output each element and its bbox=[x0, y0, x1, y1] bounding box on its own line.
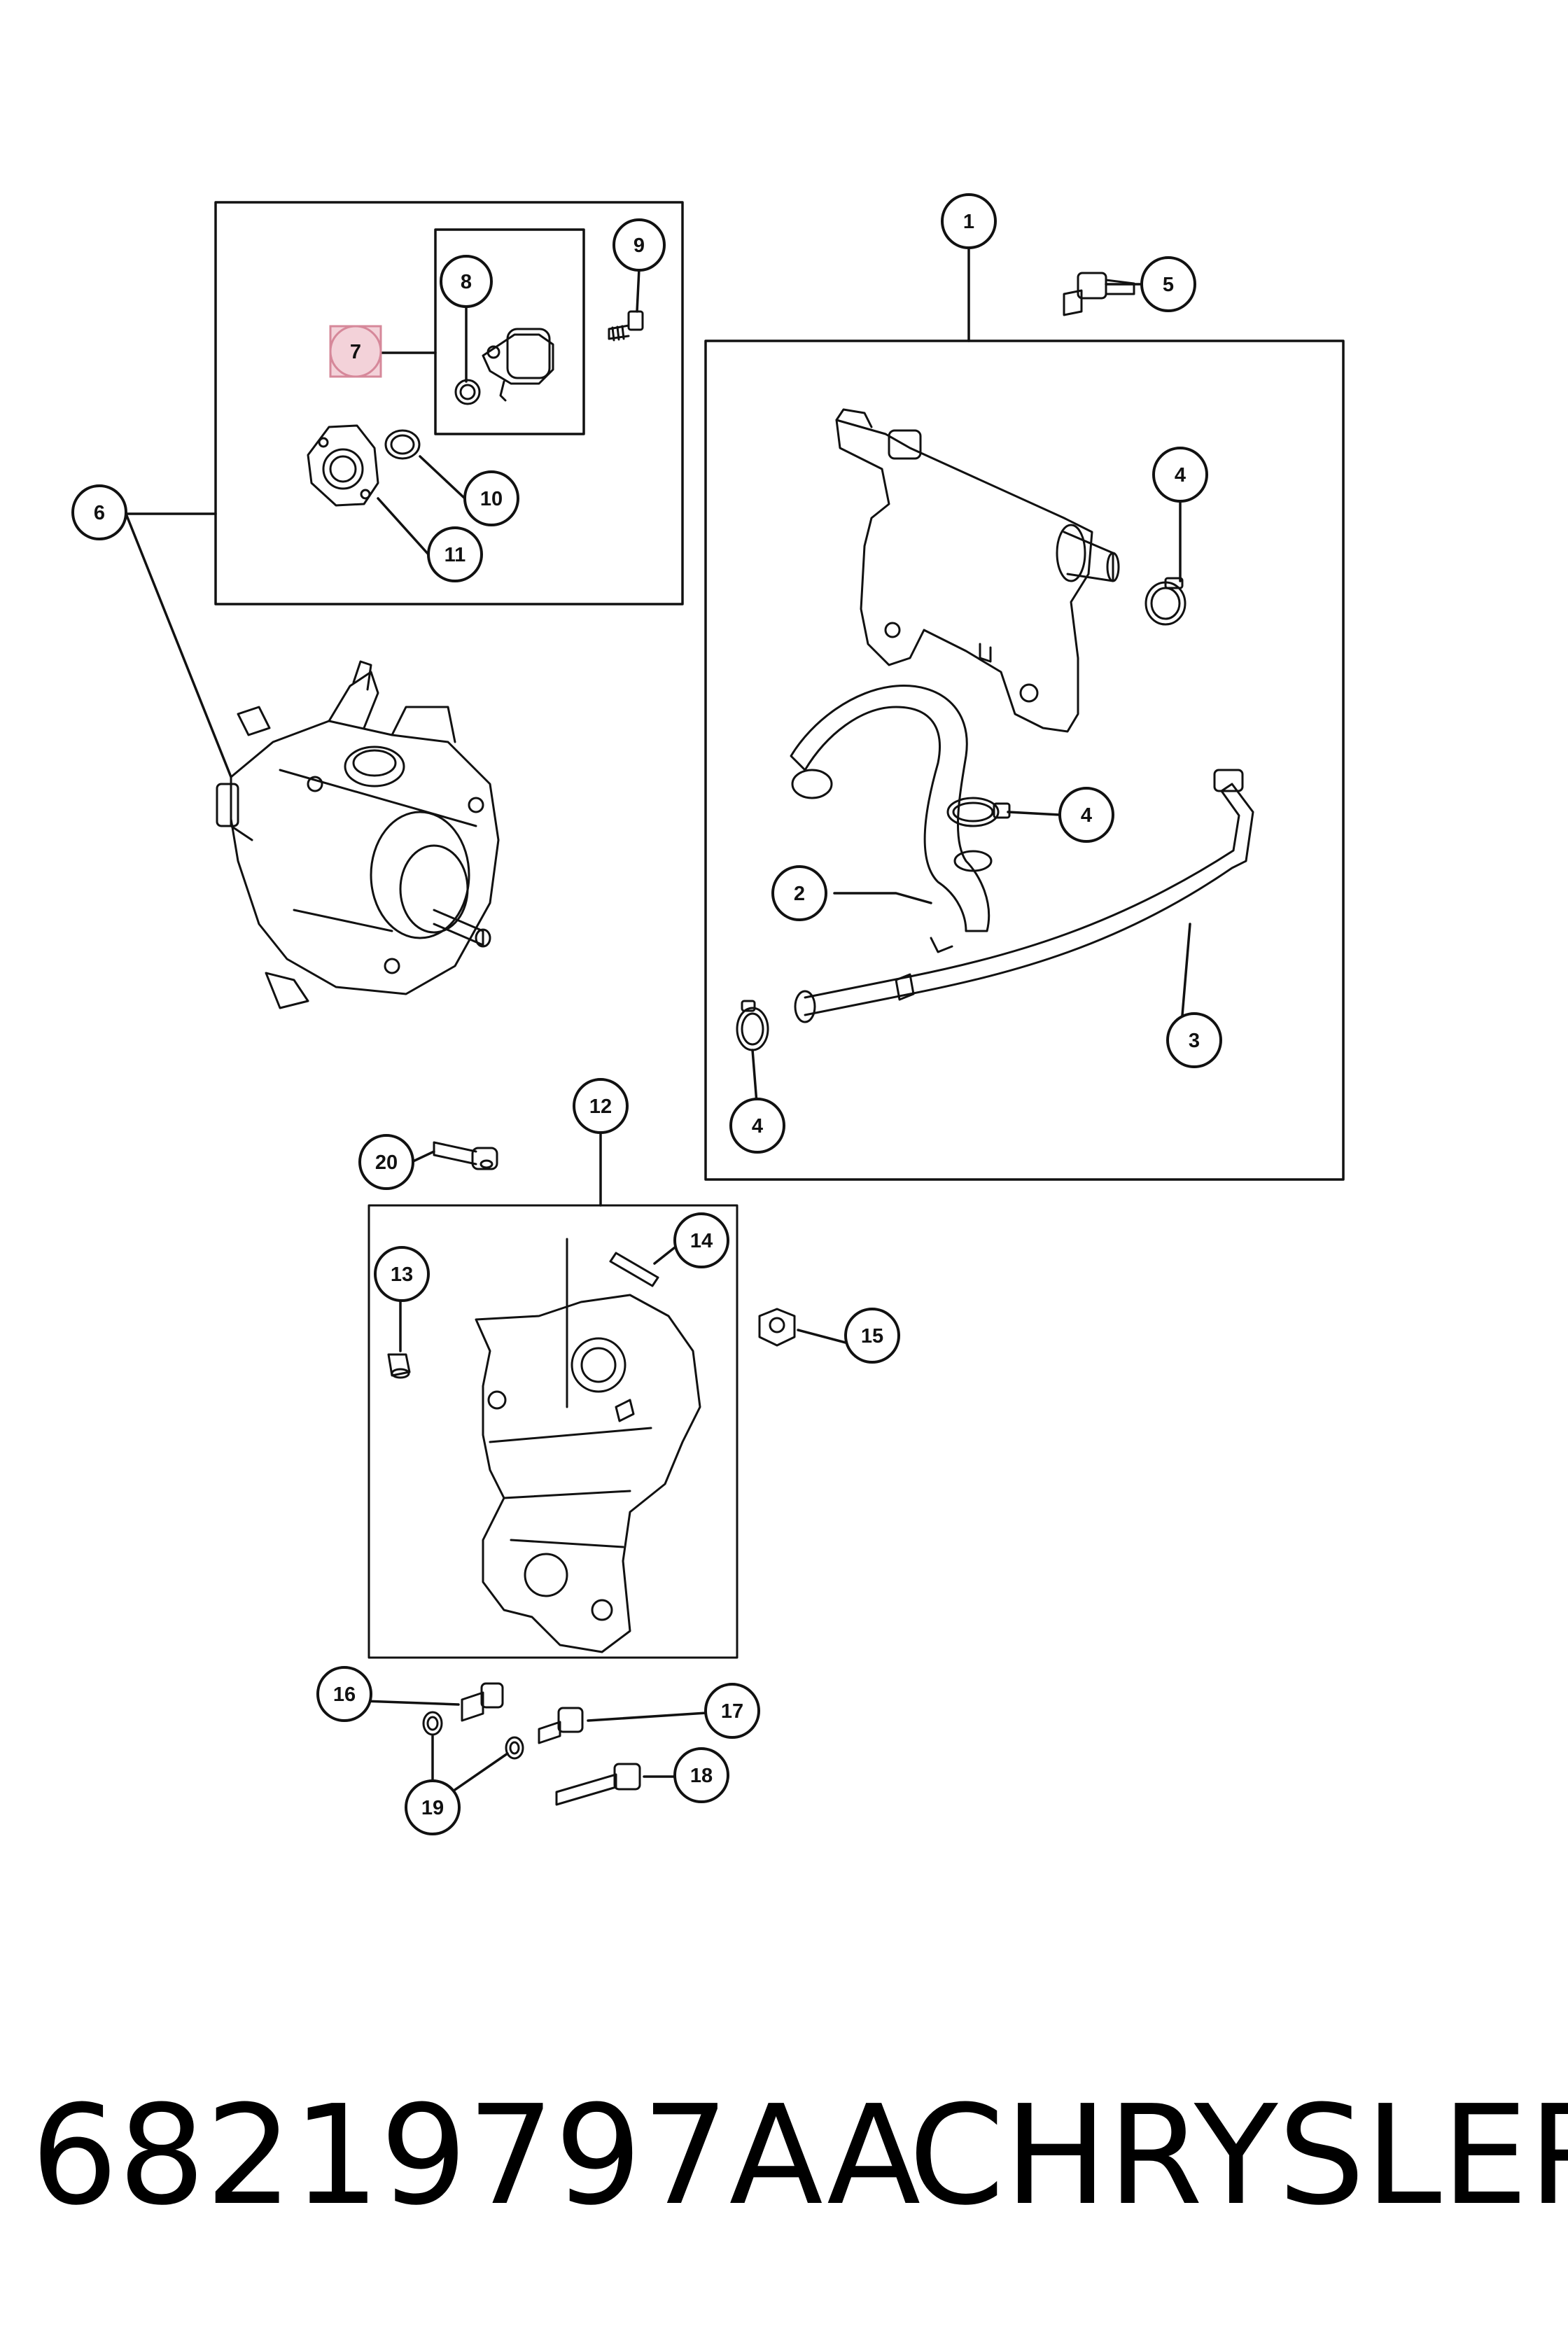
bolt-20-drawing bbox=[433, 1141, 498, 1170]
callout-12-label: 12 bbox=[589, 1096, 612, 1118]
timing-cover-box bbox=[368, 1204, 738, 1659]
fuel-pump-drawing bbox=[216, 660, 500, 1009]
callout-12[interactable]: 12 bbox=[573, 1078, 629, 1134]
callout-17[interactable]: 17 bbox=[704, 1683, 760, 1739]
callout-13-label: 13 bbox=[391, 1264, 413, 1286]
bolt-17-drawing bbox=[538, 1707, 584, 1744]
callout-11[interactable]: 11 bbox=[427, 526, 483, 582]
bolt-9-drawing bbox=[608, 310, 644, 342]
callout-7-highlighted[interactable]: 7 bbox=[329, 325, 382, 378]
part-number: 68219797AA bbox=[31, 2076, 921, 2236]
callout-10-label: 10 bbox=[480, 488, 503, 510]
callout-19[interactable]: 19 bbox=[405, 1779, 461, 1835]
bolt-16-drawing bbox=[461, 1682, 504, 1722]
leader-lines bbox=[125, 248, 1191, 1803]
callout-4-mid[interactable]: 4 bbox=[1058, 787, 1114, 843]
callout-4-bottom-label: 4 bbox=[752, 1115, 763, 1138]
callout-20[interactable]: 20 bbox=[358, 1134, 414, 1190]
washer-19-b-drawing bbox=[505, 1736, 524, 1760]
bolt-18-drawing bbox=[555, 1763, 641, 1806]
callout-8[interactable]: 8 bbox=[440, 255, 493, 308]
callout-5-label: 5 bbox=[1163, 274, 1174, 296]
callout-15[interactable]: 15 bbox=[844, 1308, 900, 1364]
callout-16[interactable]: 16 bbox=[316, 1666, 372, 1722]
clamp-4-mid-drawing bbox=[946, 797, 1011, 827]
callout-6[interactable]: 6 bbox=[71, 484, 127, 540]
fitting-5-drawing bbox=[1063, 272, 1135, 316]
washer-19-a-drawing bbox=[422, 1711, 443, 1736]
flange-11-drawing bbox=[307, 424, 379, 507]
callout-13[interactable]: 13 bbox=[374, 1246, 430, 1302]
callout-7-label: 7 bbox=[350, 341, 361, 363]
callout-6-label: 6 bbox=[94, 502, 105, 524]
pressure-regulator-kit-box bbox=[214, 201, 684, 606]
callout-16-label: 16 bbox=[333, 1684, 356, 1706]
fuel-pressure-sensor-box bbox=[434, 228, 585, 435]
callout-17-label: 17 bbox=[721, 1700, 743, 1723]
dowel-13-drawing bbox=[387, 1353, 411, 1379]
clamp-4-top-drawing bbox=[1144, 577, 1186, 626]
callout-18-label: 18 bbox=[690, 1765, 713, 1787]
callouts: 1 5 4 4 2 3 4 6 7 8 9 10 11 12 20 13 14 … bbox=[71, 193, 1222, 1835]
callout-3-label: 3 bbox=[1189, 1030, 1200, 1052]
callout-14[interactable]: 14 bbox=[673, 1212, 729, 1268]
tube-3-drawing bbox=[794, 769, 1254, 1023]
callout-2[interactable]: 2 bbox=[771, 865, 827, 921]
stud-14-drawing bbox=[609, 1252, 659, 1287]
hose-2-drawing bbox=[790, 685, 993, 953]
brand-name: CHRYSLER bbox=[909, 2076, 1568, 2236]
callout-1[interactable]: 1 bbox=[941, 193, 997, 249]
oring-10-drawing bbox=[384, 429, 421, 460]
pressure-sensor-drawing bbox=[454, 328, 554, 405]
return-bracket-drawing bbox=[835, 408, 1120, 733]
callout-9-label: 9 bbox=[634, 234, 645, 257]
clamp-4-bottom-drawing bbox=[736, 1000, 769, 1051]
callout-5[interactable]: 5 bbox=[1140, 256, 1196, 312]
callout-19-label: 19 bbox=[421, 1797, 444, 1819]
footer-caption: 68219797AA CHRYSLER bbox=[0, 2072, 1568, 2240]
callout-18[interactable]: 18 bbox=[673, 1747, 729, 1803]
callout-4-mid-label: 4 bbox=[1081, 804, 1092, 827]
fuel-return-assembly-box bbox=[704, 340, 1345, 1181]
timing-cover-drawing bbox=[475, 1238, 701, 1653]
callout-10[interactable]: 10 bbox=[463, 470, 519, 526]
callout-11-label: 11 bbox=[444, 544, 466, 566]
callout-14-label: 14 bbox=[690, 1230, 713, 1252]
callout-8-label: 8 bbox=[461, 271, 472, 293]
callout-4-top-label: 4 bbox=[1175, 464, 1186, 486]
callout-1-label: 1 bbox=[963, 211, 974, 233]
callout-9[interactable]: 9 bbox=[612, 218, 666, 272]
callout-2-label: 2 bbox=[794, 883, 805, 905]
callout-4-bottom[interactable]: 4 bbox=[729, 1098, 785, 1154]
callout-3[interactable]: 3 bbox=[1166, 1012, 1222, 1068]
nut-15-drawing bbox=[758, 1308, 796, 1347]
callout-15-label: 15 bbox=[861, 1325, 883, 1348]
callout-4-top[interactable]: 4 bbox=[1152, 447, 1208, 503]
callout-20-label: 20 bbox=[375, 1152, 398, 1174]
